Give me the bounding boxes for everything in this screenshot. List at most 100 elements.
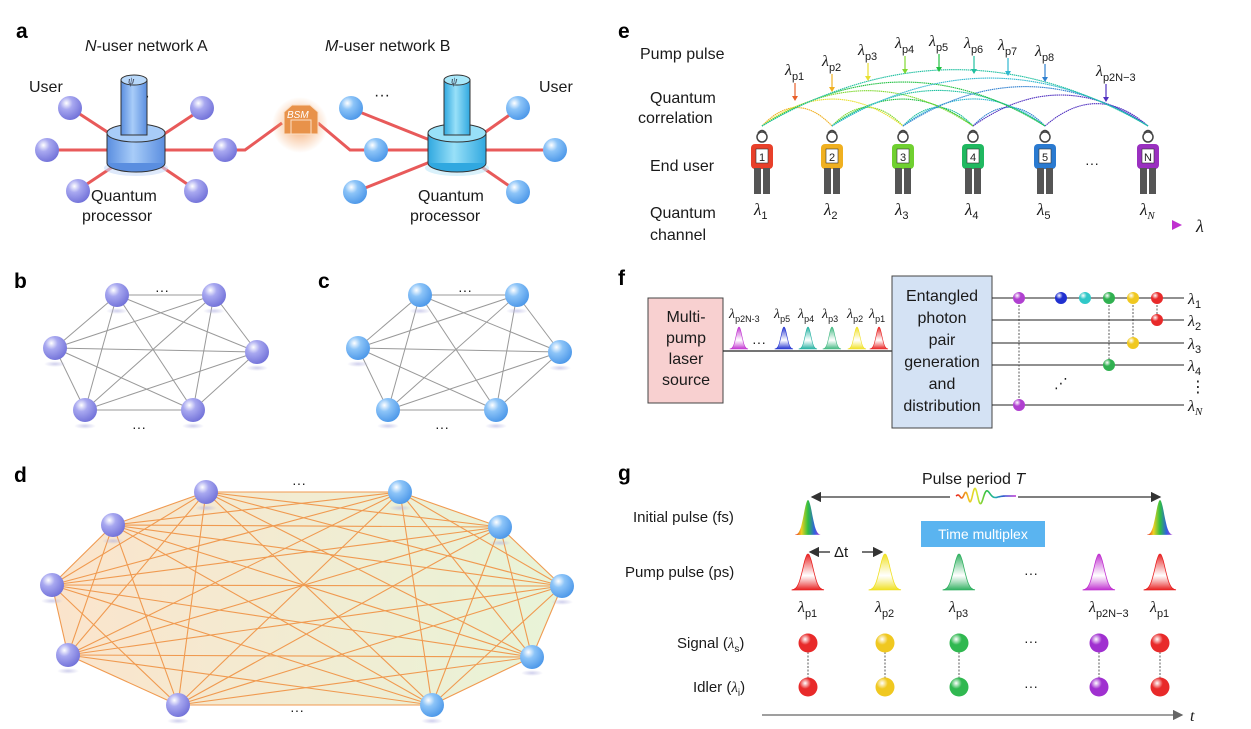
pump-label: λp2N−3 xyxy=(1095,63,1136,84)
correlation-arc xyxy=(761,98,904,127)
user-node xyxy=(35,138,59,162)
mesh-edge xyxy=(112,524,501,528)
mesh-node xyxy=(505,283,529,307)
user-node xyxy=(58,96,82,120)
gen-box-line: and xyxy=(929,376,956,393)
row-label-pump-pulse: Pump pulse xyxy=(640,46,725,63)
mesh-node xyxy=(43,336,67,360)
quantum-processor-b: ψ xyxy=(425,74,489,176)
mesh-edge xyxy=(499,526,563,587)
mesh-edge xyxy=(177,656,533,706)
node-shadow xyxy=(182,423,204,429)
user-wavelength: λ2 xyxy=(823,200,838,222)
idler-ellipsis: ··· xyxy=(1024,678,1038,694)
correlation-arc xyxy=(761,69,1149,127)
idler-photon xyxy=(875,677,895,697)
row-label-signal: Signal (λs) xyxy=(677,635,744,655)
node-shadow xyxy=(489,540,511,546)
user-node xyxy=(506,96,530,120)
user-wavelength: λ3 xyxy=(894,200,909,222)
pump-pulse-ps xyxy=(791,553,825,591)
correlation-arc xyxy=(831,77,1149,127)
photon-purple xyxy=(1013,399,1025,411)
user-badge-number: 3 xyxy=(900,152,906,164)
headset-icon xyxy=(827,129,837,134)
row-label-idler: Idler (λi) xyxy=(693,679,745,699)
signal-photon xyxy=(798,633,818,653)
signal-photon xyxy=(875,633,895,653)
diagonal-ellipsis: ⋰ xyxy=(1054,375,1068,391)
pump-pulse-ps xyxy=(868,553,902,591)
node-shadow xyxy=(44,361,66,367)
mesh-edge xyxy=(431,656,533,706)
user-node xyxy=(543,138,567,162)
pump-pulse-label: λp1 xyxy=(1149,599,1169,620)
panel-letter-g: g xyxy=(618,462,631,485)
idler-photon xyxy=(949,677,969,697)
node-shadow xyxy=(74,423,96,429)
mesh-edge xyxy=(387,351,561,411)
channel-label: λN xyxy=(1187,398,1203,418)
mesh-edge xyxy=(192,351,258,411)
user-wavelength: λ1 xyxy=(753,200,768,222)
mesh-edge xyxy=(112,491,207,526)
pump-arrowhead xyxy=(829,87,835,92)
pump-pulse-ps xyxy=(1082,553,1116,591)
psi-symbol-b: ψ xyxy=(451,76,458,87)
pump-pulse-p1 xyxy=(869,326,889,350)
pump-label: λp2 xyxy=(821,53,841,74)
node-shadow xyxy=(506,308,528,314)
photon-yellow xyxy=(1127,337,1139,349)
idler-photon xyxy=(798,677,818,697)
user-leg xyxy=(1149,168,1156,194)
mesh-edge xyxy=(177,585,563,706)
pump-arrowhead xyxy=(936,67,942,72)
node-shadow xyxy=(203,308,225,314)
axis-arrowhead xyxy=(1172,220,1182,230)
mesh-edge xyxy=(357,294,518,349)
mesh-edge xyxy=(51,584,533,658)
pump-pulse-label: λp2N−3 xyxy=(1088,599,1129,620)
mesh-edge xyxy=(51,584,433,706)
pump-label: λp3 xyxy=(857,42,877,63)
processor-b-label-2: processor xyxy=(410,208,481,225)
signal-idler-pairs xyxy=(798,633,1170,697)
row-label-pump-pulse: Pump pulse (ps) xyxy=(625,564,734,581)
source-box-line: laser xyxy=(669,351,704,368)
mesh-edge xyxy=(67,524,114,656)
mesh-edge xyxy=(387,294,421,411)
mesh-edge xyxy=(54,294,215,349)
user-wavelength: λ5 xyxy=(1036,200,1051,222)
user-leg xyxy=(1140,168,1147,194)
mesh-edge xyxy=(67,654,433,706)
mesh-node xyxy=(181,398,205,422)
mesh-c-nodes xyxy=(346,283,572,429)
mesh-edge xyxy=(84,294,215,411)
user-head xyxy=(897,131,909,143)
photon-red xyxy=(1151,292,1163,304)
quantum-processor-a: ψ xyxy=(104,74,168,176)
mesh-node xyxy=(56,643,80,667)
mesh-node xyxy=(166,693,190,717)
user-label-right: User xyxy=(539,79,573,96)
pump-ellipsis: ··· xyxy=(1024,565,1038,581)
panel-a: a N-user network A M-user network B User… xyxy=(16,20,573,225)
signal-ellipsis: ··· xyxy=(1024,633,1038,649)
mesh-node xyxy=(194,480,218,504)
signal-photon xyxy=(1150,633,1170,653)
photon-cyan xyxy=(1079,292,1091,304)
mesh-node xyxy=(484,398,508,422)
user-badge-number: 2 xyxy=(829,152,835,164)
user-badge xyxy=(896,148,910,164)
correlation-arc xyxy=(902,98,1046,127)
source-box-line: Multi- xyxy=(666,309,705,326)
pulse-period-title: Pulse period T xyxy=(922,471,1026,488)
mesh-node xyxy=(548,340,572,364)
mesh-edge xyxy=(387,294,518,411)
mesh-edge xyxy=(357,347,497,411)
mesh-edge xyxy=(51,584,563,587)
mesh-edge xyxy=(51,491,401,586)
mesh-node xyxy=(73,398,97,422)
node-shadow xyxy=(521,670,543,676)
